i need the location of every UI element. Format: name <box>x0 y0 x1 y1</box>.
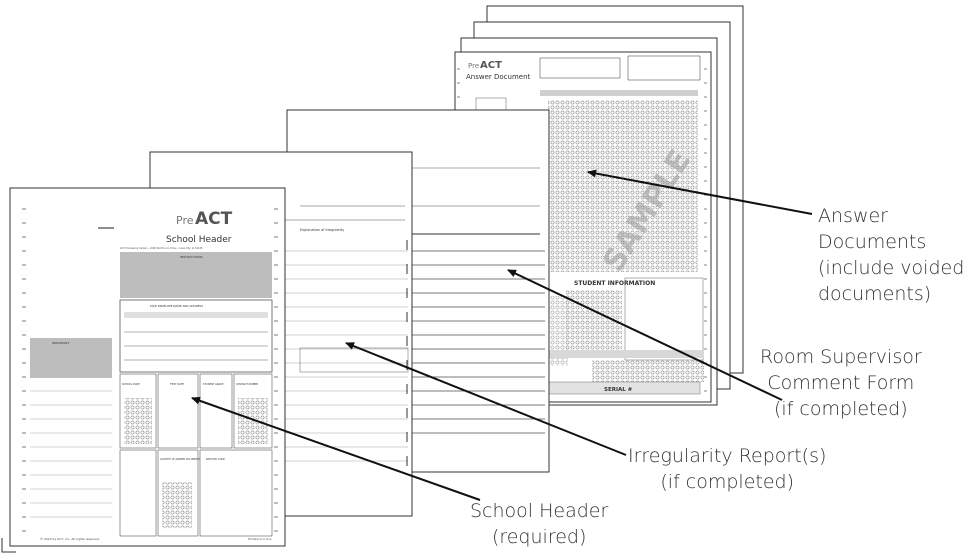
school-header-logo: ACT <box>195 209 233 229</box>
callout-line: (if completed) <box>660 471 795 493</box>
school-header-arrow <box>191 396 481 501</box>
answer-documents-arrow <box>587 169 813 215</box>
callout-line: (if completed) <box>774 398 908 420</box>
school-header-form: © 2019 by ACT, Inc. All rights reserved.… <box>9 187 286 547</box>
school-header-title: School Header <box>166 235 232 245</box>
irregularity-callout: Irregularity Report(s) (if completed) <box>628 443 826 495</box>
callout-arrows <box>191 169 813 501</box>
school-header-logo-prefix: Pre <box>176 214 194 227</box>
answer-doc-logo-prefix: Pre <box>468 62 479 70</box>
callout-line: Documents <box>818 231 927 253</box>
important-heading: IMPORTANT <box>52 341 69 345</box>
box-g-heading: QUANTITY OF ANSWER DOCUMENTS <box>160 458 201 461</box>
instructions-heading: INSTRUCTIONS <box>180 255 203 259</box>
room-supervisor-arrow <box>507 269 783 401</box>
box-e-heading: STUDENT GRADE <box>203 383 224 386</box>
callout-line: Comment Form <box>767 372 915 394</box>
box-d-heading: TEST DATE <box>170 382 184 386</box>
school-header-address: ACT Processing Center • 2000 North Linn … <box>120 247 203 250</box>
callout-line: Room Supervisor <box>760 346 922 368</box>
school-header-callout: School Header (required) <box>470 498 608 550</box>
answer-doc-logo: ACT <box>480 60 502 71</box>
corner-mark <box>1 538 16 553</box>
serial-label: SERIAL # <box>604 387 633 393</box>
room-supervisor-callout: Room Supervisor Comment Form (if complet… <box>760 344 922 422</box>
irregularity-arrow <box>345 342 627 456</box>
callout-line: School Header <box>470 500 609 522</box>
answer-doc-title: Answer Document <box>466 73 531 81</box>
callout-line: Irregularity Report(s) <box>628 445 827 467</box>
section-a-heading: FACE ENVELOPE NAME AND ADDRESS <box>150 304 203 308</box>
svg-text:Printed in U.S.A.: Printed in U.S.A. <box>248 537 272 541</box>
callout-line: (required) <box>491 526 587 548</box>
callout-line: documents) <box>818 283 932 305</box>
callout-line: Answer <box>818 205 888 227</box>
callout-line: (include voided <box>818 257 965 279</box>
irregularity-heading: Explanation of Irregularity <box>300 228 344 232</box>
box-h-heading: BATCH/ID CODE <box>206 458 225 461</box>
svg-text:© 2019 by ACT, Inc. All rights: © 2019 by ACT, Inc. All rights reserved. <box>40 537 100 541</box>
box-f-heading: SCHOOL CODE <box>122 383 140 386</box>
box-right-heading: CONTRACT NUMBER <box>236 383 259 386</box>
answer-documents-callout: Answer Documents (include voided documen… <box>818 203 964 307</box>
student-information-heading: STUDENT INFORMATION <box>574 280 655 287</box>
